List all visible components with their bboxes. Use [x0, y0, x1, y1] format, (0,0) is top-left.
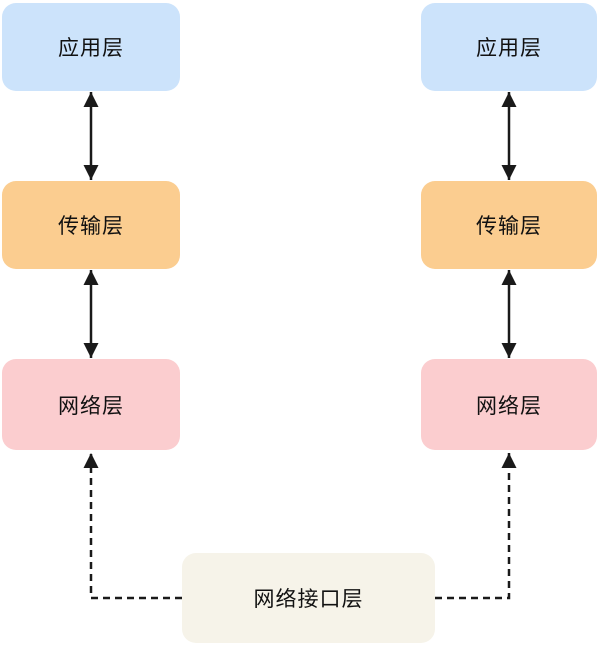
- dashed-connector-interface-left-network: [83, 453, 182, 600]
- application-layer-label-right: 应用层: [476, 37, 542, 60]
- box-network-layer-left: 网络层: [2, 359, 180, 450]
- network-layer-label-left: 网络层: [58, 394, 124, 418]
- box-transport-layer-left: 传输层: [2, 181, 180, 269]
- network-interface-layer-label: 网络接口层: [253, 588, 364, 611]
- application-layer-label-left: 应用层: [58, 37, 124, 60]
- box-application-layer-right: 应用层: [421, 3, 597, 91]
- network-layer-label-right: 网络层: [476, 394, 542, 418]
- box-network-layer-right: 网络层: [421, 359, 597, 450]
- box-transport-layer-right: 传输层: [421, 181, 597, 269]
- transport-layer-label-left: 传输层: [58, 215, 124, 238]
- box-application-layer-left: 应用层: [2, 3, 180, 91]
- dashed-connector-interface-right-network: [435, 453, 517, 600]
- transport-layer-label-right: 传输层: [476, 215, 542, 238]
- box-network-interface-layer: 网络接口层: [182, 553, 435, 643]
